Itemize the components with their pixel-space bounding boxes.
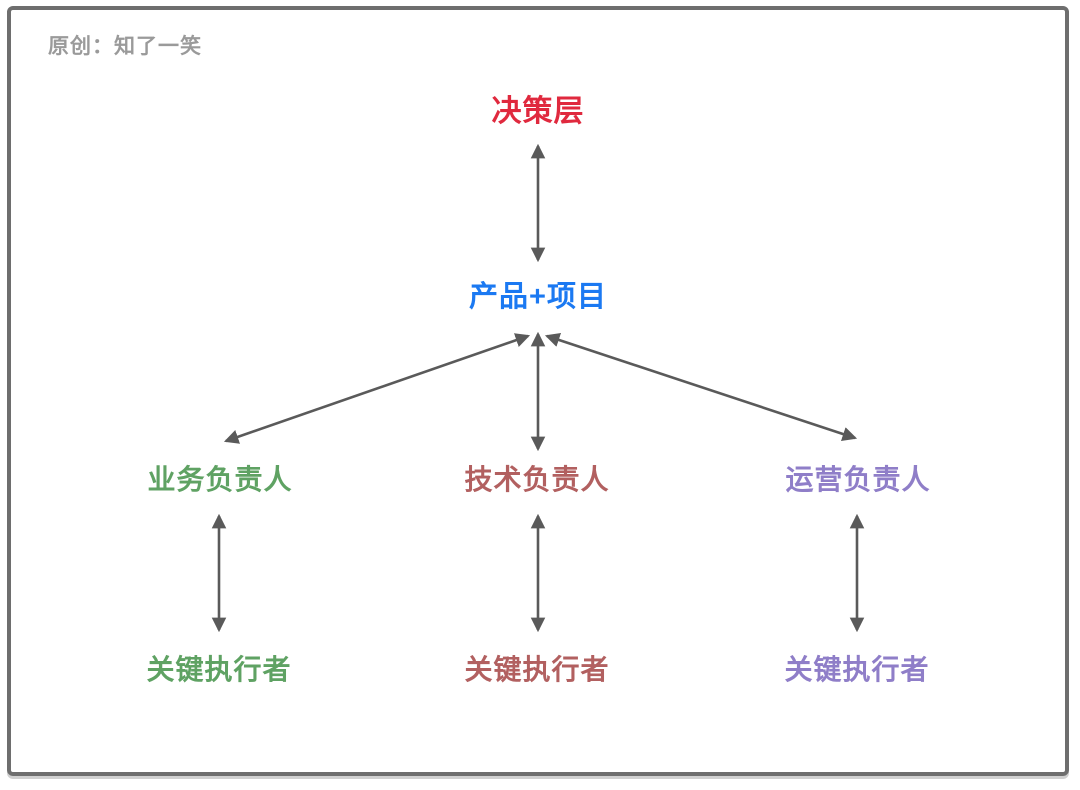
diagram-border-frame [7,6,1069,776]
node-operations-lead: 运营负责人 [785,464,931,495]
node-product-project: 产品+项目 [469,281,607,313]
node-business-lead: 业务负责人 [147,464,293,495]
node-decision-layer: 决策层 [491,95,585,128]
watermark-text: 原创：知了一笑 [48,35,202,58]
node-tech-lead: 技术负责人 [464,464,610,495]
node-tech-executor: 关键执行者 [464,654,610,685]
node-operations-executor: 关键执行者 [784,654,930,685]
node-business-executor: 关键执行者 [146,654,292,685]
